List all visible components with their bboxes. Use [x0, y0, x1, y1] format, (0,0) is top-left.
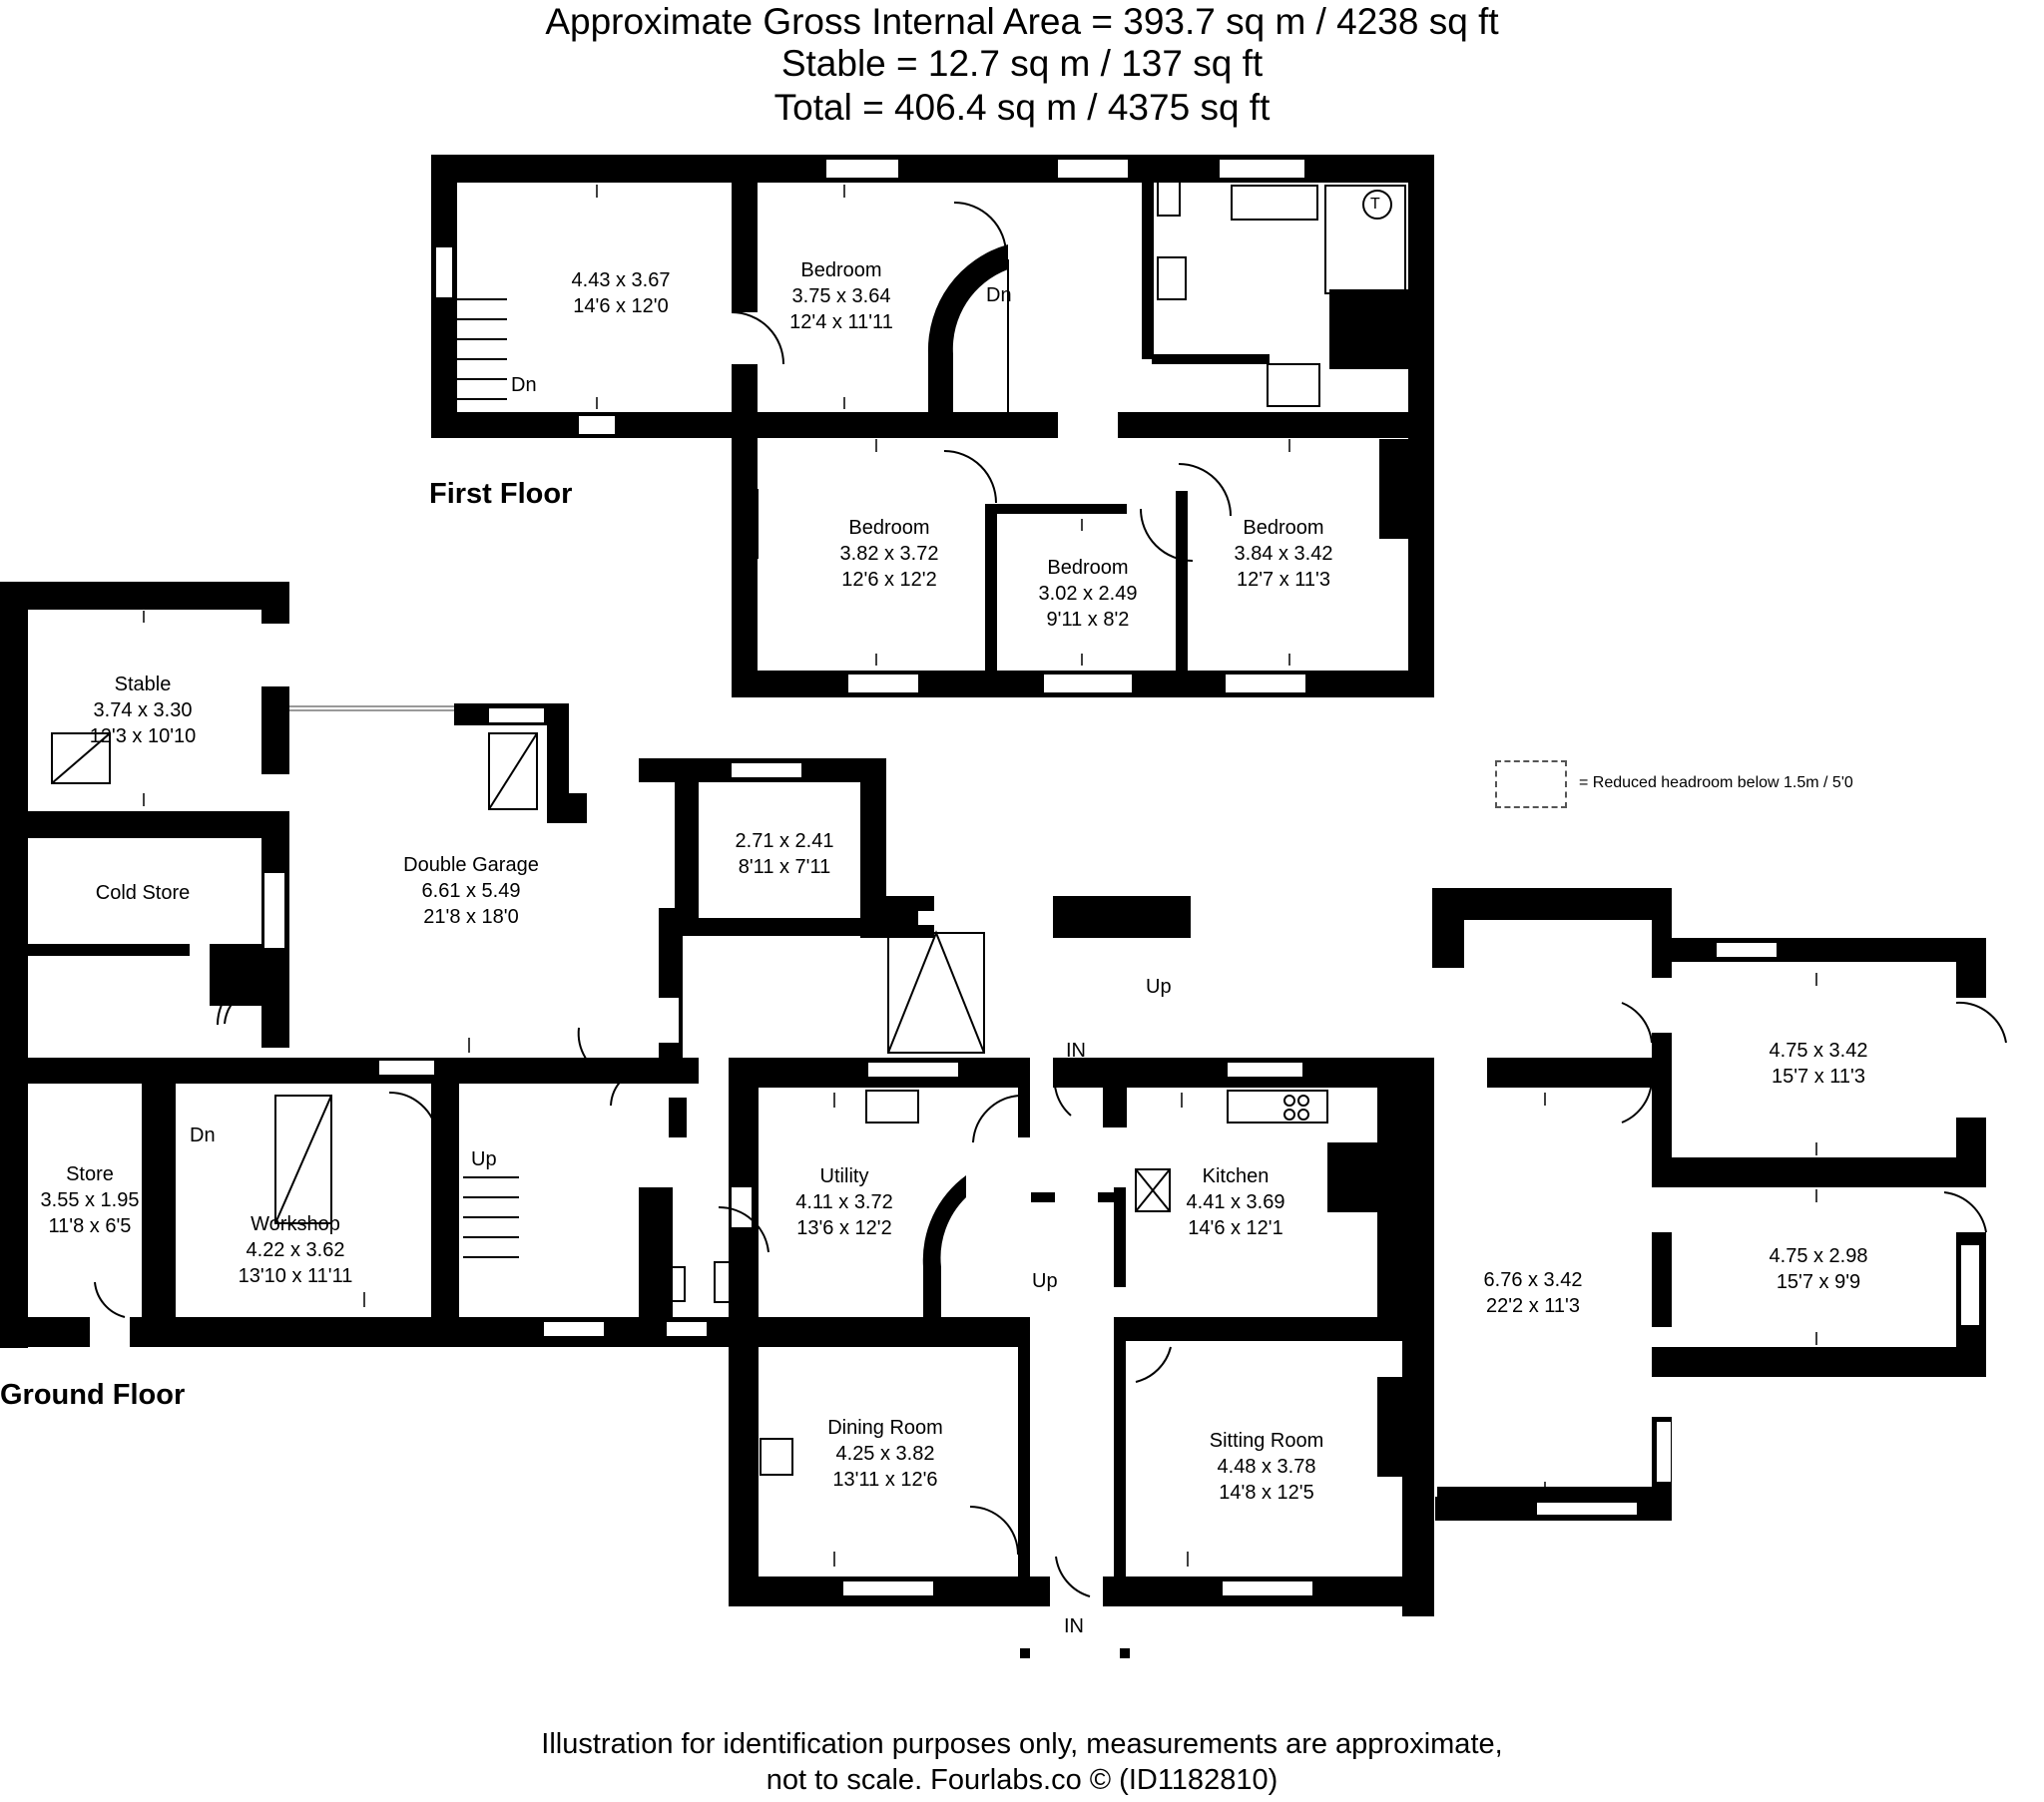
room-imperial: 14'6 x 12'1 — [1188, 1217, 1283, 1239]
utility: Utility 4.11 x 3.72 13'6 x 12'2 — [795, 1163, 892, 1241]
room-metric: 2.71 x 2.41 — [735, 830, 834, 852]
walls — [431, 155, 1434, 697]
step-up-label: Up — [1146, 976, 1172, 998]
disclaimer-line-1: Illustration for identification purposes… — [541, 1728, 1503, 1760]
ground-walls — [0, 582, 1986, 1658]
cold-store: Cold Store — [96, 880, 191, 906]
stair-up-label: Up — [1032, 1270, 1058, 1292]
stable-area: Stable = 12.7 sq m / 137 sq ft — [780, 43, 1264, 84]
room-imperial: 9'11 x 8'2 — [1046, 609, 1130, 631]
front-entrance-label: IN — [1064, 1615, 1084, 1637]
room-metric: 3.74 x 3.30 — [93, 699, 193, 721]
kitchen: Kitchen 4.41 x 3.69 14'6 x 12'1 — [1187, 1163, 1285, 1241]
first-floor-bedroom-1: Bedroom 3.75 x 3.64 12'4 x 11'11 — [789, 257, 893, 335]
room-imperial: 22'2 x 11'3 — [1485, 1295, 1580, 1317]
room-imperial: 14'6 x 12'0 — [573, 295, 669, 317]
room-imperial: 8'11 x 7'11 — [738, 856, 831, 878]
room-name: Stable — [114, 674, 172, 695]
first-floor-label: First Floor — [429, 478, 573, 510]
room-name: Kitchen — [1202, 1165, 1270, 1187]
room-metric: 3.84 x 3.42 — [1234, 543, 1333, 565]
room-name: Bedroom — [800, 259, 882, 281]
area-title: Approximate Gross Internal Area = 393.7 … — [545, 1, 1499, 42]
room-metric: 4.75 x 3.42 — [1769, 1040, 1868, 1062]
room-metric: 3.55 x 1.95 — [40, 1189, 140, 1211]
room-name: Bedroom — [1243, 517, 1324, 539]
room-metric: 3.82 x 3.72 — [839, 543, 939, 565]
first-floor-room: 4.43 x 3.67 14'6 x 12'0 — [572, 267, 671, 319]
room-name: Double Garage — [403, 854, 539, 876]
room-name: Store — [66, 1163, 114, 1185]
dining-room: Dining Room 4.25 x 3.82 13'11 x 12'6 — [827, 1415, 943, 1493]
room-metric: 4.48 x 3.78 — [1217, 1456, 1316, 1478]
double-garage: Double Garage 6.61 x 5.49 21'8 x 18'0 — [403, 852, 539, 930]
room-imperial: 21'8 x 18'0 — [423, 906, 519, 928]
first-floor-bedroom-4: Bedroom 3.84 x 3.42 12'7 x 11'3 — [1235, 515, 1333, 593]
room-name: Workshop — [251, 1213, 340, 1235]
ground-floor-large-room: 6.76 x 3.42 22'2 x 11'3 — [1484, 1267, 1583, 1319]
room-metric: 4.25 x 3.82 — [835, 1443, 935, 1465]
disclaimer-line-2: not to scale. Fourlabs.co © (ID1182810) — [766, 1764, 1278, 1796]
room-imperial: 13'11 x 12'6 — [832, 1469, 938, 1491]
ground-floor-east-room-2: 4.75 x 2.98 15'7 x 9'9 — [1770, 1243, 1868, 1295]
room-metric: 4.22 x 3.62 — [246, 1239, 345, 1261]
stair-down-label: Dn — [511, 374, 537, 396]
ground-floor-east-room-1: 4.75 x 3.42 15'7 x 11'3 — [1770, 1038, 1868, 1090]
side-entrance-label: IN — [1066, 1040, 1086, 1062]
room-metric: 3.02 x 2.49 — [1038, 583, 1138, 605]
room-metric: 4.41 x 3.69 — [1186, 1191, 1285, 1213]
reduced-headroom-legend-swatch — [1495, 760, 1567, 808]
first-floor-bedroom-3: Bedroom 3.02 x 2.49 9'11 x 8'2 — [1039, 555, 1138, 633]
room-metric: 4.75 x 2.98 — [1769, 1245, 1868, 1267]
room-imperial: 12'6 x 12'2 — [841, 569, 937, 591]
first-floor-bedroom-2: Bedroom 3.82 x 3.72 12'6 x 12'2 — [840, 515, 939, 593]
stair-down-label: Dn — [190, 1125, 216, 1146]
tank-label: T — [1370, 196, 1380, 213]
dimension-arrows — [143, 185, 1817, 1567]
room-metric: 4.11 x 3.72 — [795, 1191, 893, 1213]
room-imperial: 14'8 x 12'5 — [1219, 1482, 1314, 1504]
store: Store 3.55 x 1.95 11'8 x 6'5 — [41, 1161, 140, 1239]
room-imperial: 12'7 x 11'3 — [1236, 569, 1330, 591]
sitting-room: Sitting Room 4.48 x 3.78 14'8 x 12'5 — [1210, 1428, 1324, 1506]
garage-side-room: 2.71 x 2.41 8'11 x 7'11 — [736, 828, 834, 880]
room-name: Bedroom — [1047, 557, 1129, 579]
reduced-headroom-legend-text: = Reduced headroom below 1.5m / 5'0 — [1579, 774, 1853, 791]
ground-floor-label: Ground Floor — [0, 1379, 186, 1411]
ground-fixtures — [51, 705, 2007, 1597]
room-name: Utility — [819, 1165, 869, 1187]
room-metric: 6.61 x 5.49 — [421, 880, 521, 902]
room-imperial: 15'7 x 9'9 — [1776, 1271, 1861, 1293]
room-name: Sitting Room — [1209, 1430, 1324, 1452]
room-imperial: 13'10 x 11'11 — [238, 1265, 353, 1287]
room-imperial: 13'6 x 12'2 — [796, 1217, 892, 1239]
room-imperial: 15'7 x 11'3 — [1771, 1066, 1865, 1088]
room-imperial: 11'8 x 6'5 — [48, 1215, 132, 1237]
stair-down-label: Dn — [986, 284, 1012, 306]
stair-up-label: Up — [471, 1148, 497, 1170]
stable: Stable 3.74 x 3.30 12'3 x 10'10 — [90, 672, 197, 749]
room-imperial: 12'4 x 11'11 — [789, 311, 893, 333]
room-name: Bedroom — [848, 517, 930, 539]
workshop: Workshop 4.22 x 3.62 13'10 x 11'11 — [239, 1211, 353, 1289]
room-imperial: 12'3 x 10'10 — [89, 725, 197, 747]
room-metric: 6.76 x 3.42 — [1483, 1269, 1583, 1291]
room-metric: 4.43 x 3.67 — [571, 269, 671, 291]
total-area: Total = 406.4 sq m / 4375 sq ft — [773, 87, 1271, 128]
room-name: Cold Store — [95, 882, 191, 904]
room-name: Dining Room — [827, 1417, 943, 1439]
room-metric: 3.75 x 3.64 — [791, 285, 891, 307]
boiler-label: B — [1392, 1260, 1401, 1274]
